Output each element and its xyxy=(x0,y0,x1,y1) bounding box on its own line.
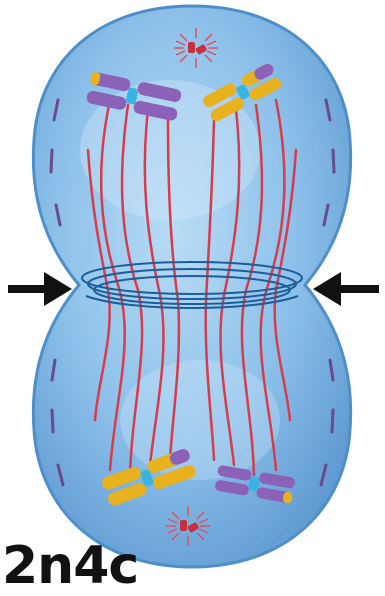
dividing-cell xyxy=(33,6,350,567)
cell-division-diagram xyxy=(0,0,385,573)
arrow-left-icon xyxy=(8,272,72,306)
cell-highlight xyxy=(120,360,280,480)
caption-fragment: 2n4c xyxy=(2,540,138,592)
arrow-right-icon xyxy=(313,272,379,306)
